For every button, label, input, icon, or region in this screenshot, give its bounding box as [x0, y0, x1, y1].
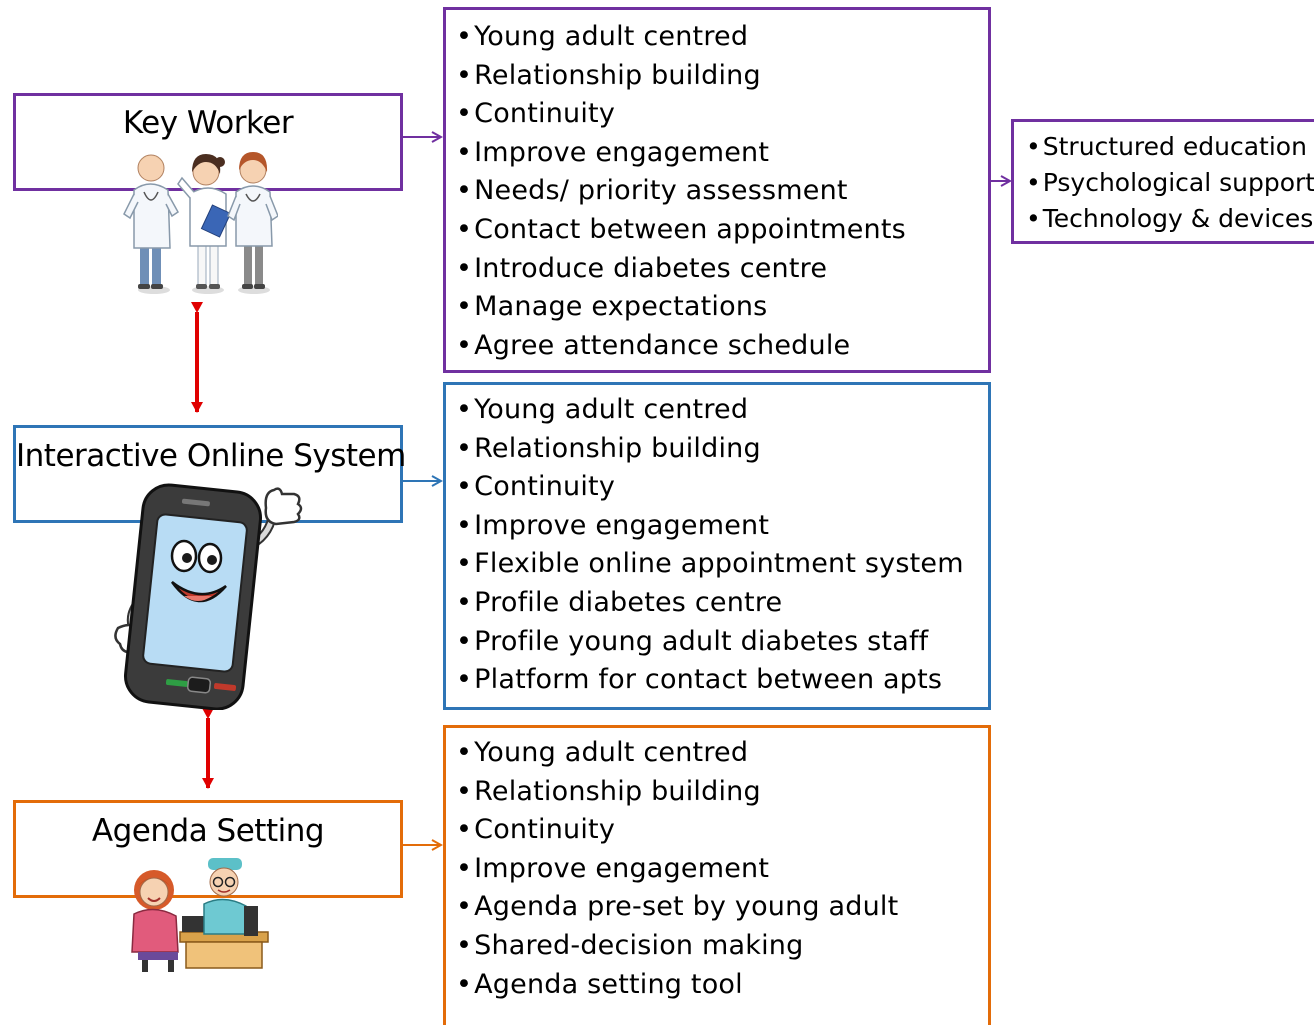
list-item: Relationship building — [456, 430, 964, 469]
list-item: Shared-decision making — [456, 927, 898, 966]
patient-doctor-consultation-icon — [131, 858, 269, 972]
key-worker-features-box: Young adult centred Relationship buildin… — [443, 7, 991, 373]
support-features-box: Structured education Psychological suppo… — [1011, 119, 1314, 244]
list-item: Improve engagement — [456, 850, 898, 889]
smartphone-character-icon — [114, 483, 303, 710]
list-item: Continuity — [456, 468, 964, 507]
list-item: Agenda setting tool — [456, 966, 898, 1005]
list-item: Continuity — [456, 95, 906, 134]
doctors-group-icon — [123, 152, 278, 294]
list-item: Flexible online appointment system — [456, 545, 964, 584]
online-system-features-list: Young adult centred Relationship buildin… — [456, 391, 964, 700]
list-item: Agenda pre-set by young adult — [456, 888, 898, 927]
key-worker-features-list: Young adult centred Relationship buildin… — [456, 18, 906, 365]
list-item: Improve engagement — [456, 507, 964, 546]
list-item: Contact between appointments — [456, 211, 906, 250]
list-item: Psychological support — [1026, 165, 1314, 201]
list-item: Relationship building — [456, 57, 906, 96]
list-item: Introduce diabetes centre — [456, 250, 906, 289]
agenda-setting-label: Agenda Setting — [91, 813, 325, 849]
list-item: Relationship building — [456, 773, 898, 812]
list-item: Young adult centred — [456, 391, 964, 430]
key-worker-label: Key Worker — [122, 105, 294, 141]
list-item: Structured education — [1026, 129, 1314, 165]
online-system-label: Interactive Online System — [16, 438, 406, 474]
list-item: Improve engagement — [456, 134, 906, 173]
list-item: Young adult centred — [456, 734, 898, 773]
online-system-features-box: Young adult centred Relationship buildin… — [443, 382, 991, 710]
list-item: Platform for contact between apts — [456, 661, 964, 700]
list-item: Profile diabetes centre — [456, 584, 964, 623]
agenda-features-list: Young adult centred Relationship buildin… — [456, 734, 898, 1004]
agenda-setting-box: Agenda Setting — [13, 800, 403, 898]
list-item: Manage expectations — [456, 288, 906, 327]
agenda-features-box: Young adult centred Relationship buildin… — [443, 725, 991, 1025]
list-item: Agree attendance schedule — [456, 327, 906, 366]
list-item: Continuity — [456, 811, 898, 850]
list-item: Profile young adult diabetes staff — [456, 623, 964, 662]
list-item: Young adult centred — [456, 18, 906, 57]
support-features-list: Structured education Psychological suppo… — [1026, 129, 1314, 237]
list-item: Needs/ priority assessment — [456, 172, 906, 211]
list-item: Technology & devices — [1026, 201, 1314, 237]
